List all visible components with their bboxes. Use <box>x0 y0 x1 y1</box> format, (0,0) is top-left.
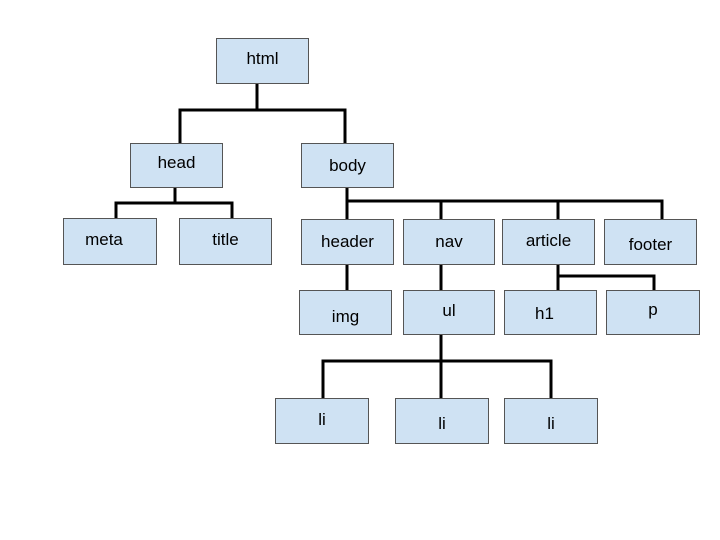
node-head: head <box>130 143 223 188</box>
node-html: html <box>216 38 309 84</box>
node-li-1: li <box>275 398 369 444</box>
node-nav: nav <box>403 219 495 265</box>
node-li-2: li <box>395 398 489 444</box>
node-header: header <box>301 219 394 265</box>
node-p: p <box>606 290 700 335</box>
node-title: title <box>179 218 272 265</box>
node-ul: ul <box>403 290 495 335</box>
node-img: img <box>299 290 392 335</box>
node-article: article <box>502 219 595 265</box>
node-h1: h1 <box>504 290 597 335</box>
node-meta: meta <box>63 218 157 265</box>
node-body: body <box>301 143 394 188</box>
node-li-3: li <box>504 398 598 444</box>
node-footer: footer <box>604 219 697 265</box>
